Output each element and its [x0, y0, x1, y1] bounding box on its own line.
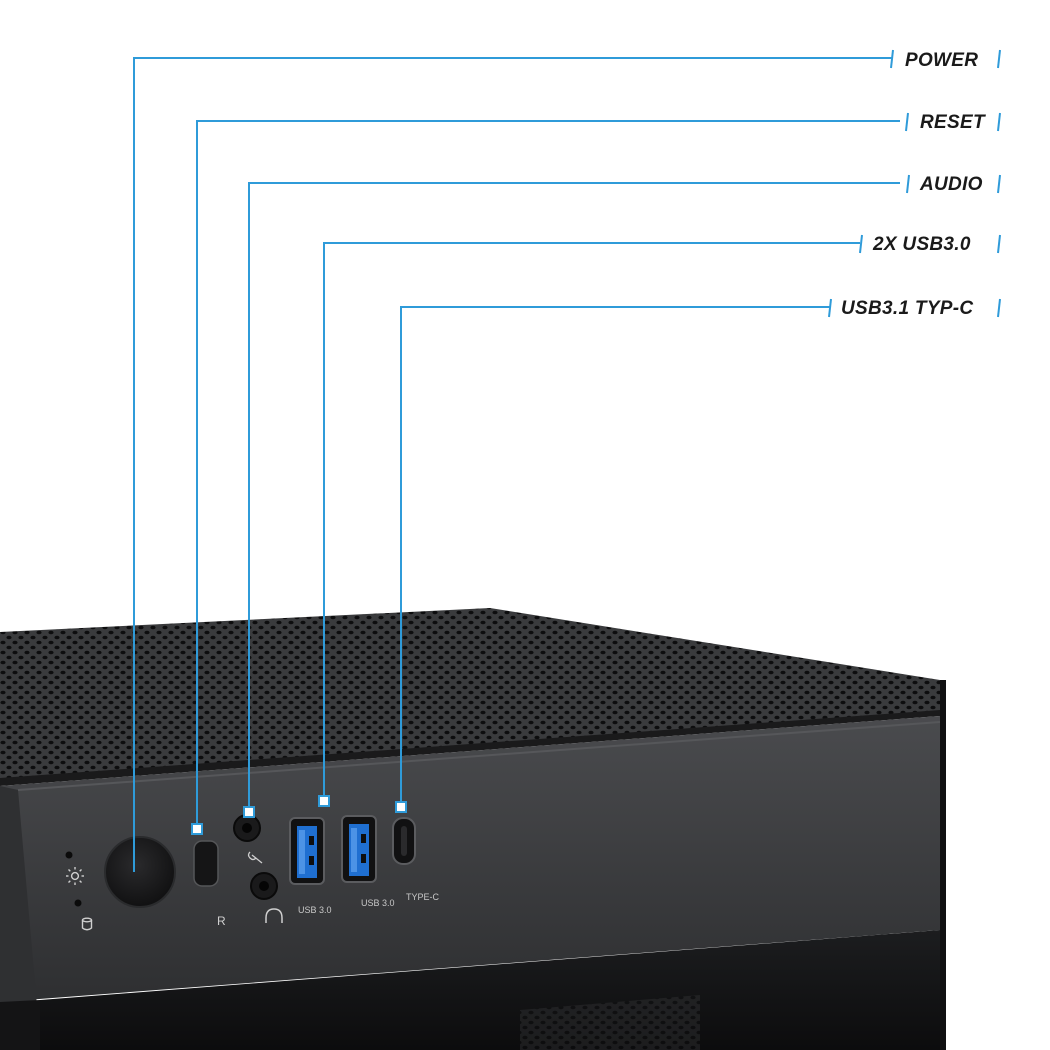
power-button[interactable] [104, 836, 176, 908]
power-led [65, 851, 73, 859]
callout-usb30-label: 2X USB3.0 [872, 234, 971, 255]
power-marker [191, 823, 203, 835]
hdd-led [74, 899, 82, 907]
microphone-jack[interactable] [233, 814, 261, 842]
callout-audio-label: AUDIO [919, 174, 983, 195]
callout-typec-label: USB3.1 TYP-C [841, 298, 973, 319]
front-io-panel [0, 716, 940, 1002]
front-panel-chamfer [0, 786, 40, 1040]
callout-labels: POWER RESET AUDIO 2X USB3.0 USB3.1 TYP-C [828, 49, 1001, 319]
hdd-icon [81, 917, 93, 931]
callout-power-label: POWER [905, 50, 978, 71]
front-controls: R USB 3.0 [65, 814, 440, 931]
top-mesh-panel [0, 608, 940, 780]
typec-label: TYPE-C [406, 892, 440, 902]
headphone-jack[interactable] [250, 872, 278, 900]
callout-usb30: 2X USB3.0 [859, 234, 1001, 255]
typec-marker [395, 801, 407, 813]
case-bottom-edge [0, 1000, 40, 1050]
pc-case [0, 608, 946, 1050]
callout-typec: USB3.1 TYP-C [828, 298, 1001, 319]
glass-side-panel [40, 930, 940, 1050]
top-mesh-rim [0, 710, 940, 786]
right-pillar [940, 680, 946, 1050]
usb-a-left-label: USB 3.0 [298, 905, 332, 915]
inner-mesh-glimpse [520, 995, 700, 1050]
usb-a-port-left[interactable] [289, 817, 325, 885]
callout-reset-label: RESET [920, 112, 986, 133]
callout-lines [133, 57, 900, 872]
microphone-icon [247, 851, 263, 864]
reset-button[interactable] [193, 840, 219, 887]
usb30-marker [318, 795, 330, 807]
usb-a-right-label: USB 3.0 [361, 898, 395, 908]
callout-audio: AUDIO [906, 174, 1001, 195]
callout-reset: RESET [905, 112, 1001, 133]
usb-c-port[interactable] [392, 817, 416, 865]
headphone-icon [265, 908, 283, 923]
led-sun-icon [66, 867, 84, 885]
callout-markers [191, 795, 407, 835]
usb-a-port-right[interactable] [341, 815, 377, 883]
callout-power: POWER [890, 49, 1001, 71]
reset-letter: R [217, 914, 226, 928]
audio-marker [243, 806, 255, 818]
